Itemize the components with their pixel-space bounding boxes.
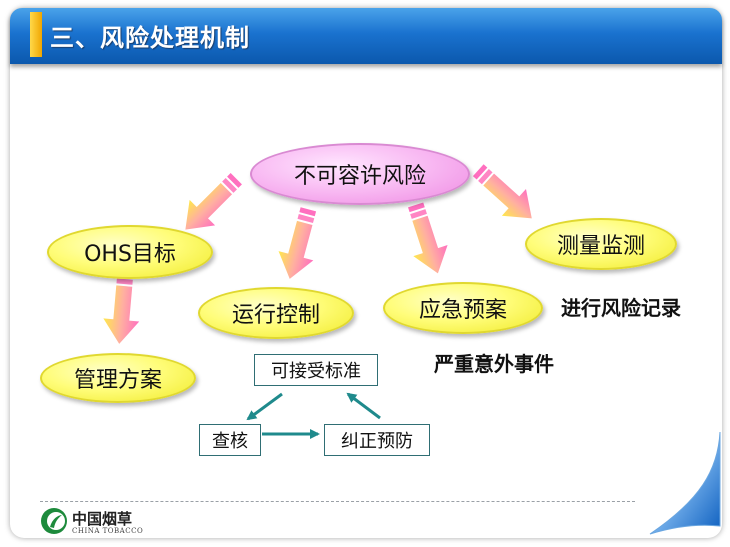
- arrow-to-operation: [278, 207, 317, 279]
- slide-title: 三、风险处理机制: [50, 24, 250, 52]
- node-operation-control: 运行控制: [198, 287, 354, 339]
- cycle-box-check: 查核: [199, 424, 261, 456]
- node-management-plan: 管理方案: [40, 353, 196, 403]
- page-curl-decoration: [649, 431, 721, 535]
- cycle-box-acceptable-standard: 可接受标准: [254, 354, 378, 386]
- annotation-risk-record: 进行风险记录: [561, 296, 681, 320]
- cycle-arrow-standard-to-check: [246, 392, 283, 421]
- arrow-to-monitor: [472, 164, 532, 219]
- node-ohs-target: OHS目标: [47, 225, 213, 279]
- cycle-arrow-correct-to-standard: [346, 392, 381, 420]
- node-measure-monitor: 测量监测: [525, 218, 677, 270]
- arrow-to-emergency: [408, 202, 448, 274]
- footer-logo-en: CHINA TOBACCO: [72, 527, 144, 535]
- title-accent-bar: [30, 12, 42, 57]
- node-center-risk: 不可容许风险: [250, 143, 470, 205]
- arrow-to-management: [103, 271, 140, 344]
- arrow-to-ohs: [185, 173, 242, 230]
- annotation-major-accident: 严重意外事件: [434, 352, 554, 376]
- china-tobacco-logo-icon: [41, 508, 67, 534]
- node-emergency-plan: 应急预案: [383, 282, 543, 334]
- title-bar: [10, 8, 722, 64]
- cycle-box-corrective-preventive: 纠正预防: [324, 424, 430, 456]
- footer-logo-cn: 中国烟草: [72, 510, 133, 528]
- footer-divider: [40, 501, 635, 502]
